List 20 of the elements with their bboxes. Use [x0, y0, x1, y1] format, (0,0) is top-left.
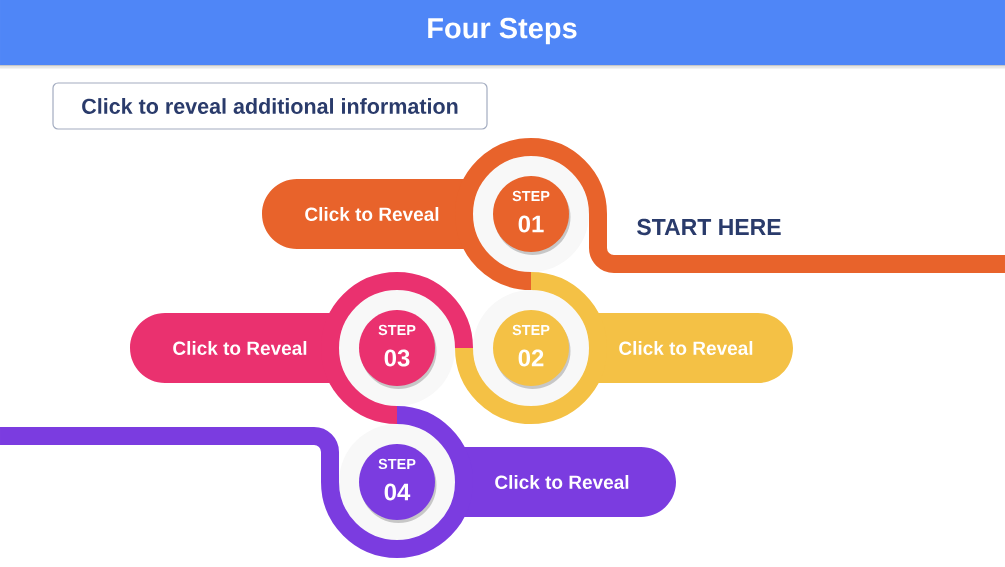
step-number: 03 [384, 349, 410, 367]
track-line [455, 272, 607, 424]
track-line [0, 406, 473, 558]
step-number: 04 [384, 483, 411, 501]
track-line [455, 138, 607, 290]
header-bar: Four Steps [0, 0, 1005, 69]
pill-button: Click to Reveal [463, 447, 676, 517]
start-label: START HERE [637, 218, 781, 236]
pill-button: Click to Reveal [130, 313, 331, 383]
track-line [321, 272, 473, 424]
step-label: STEP [512, 324, 550, 336]
step-number: 01 [518, 215, 544, 233]
pill-button: Click to Reveal [597, 313, 793, 383]
pill-button: Click to Reveal [262, 179, 465, 249]
step-label: STEP [512, 190, 550, 202]
step-number: 02 [518, 349, 544, 367]
outline-button: Click to reveal additional information [52, 82, 488, 130]
track-line [589, 214, 1005, 273]
step-label: STEP [378, 458, 416, 470]
step-label: STEP [378, 324, 416, 336]
